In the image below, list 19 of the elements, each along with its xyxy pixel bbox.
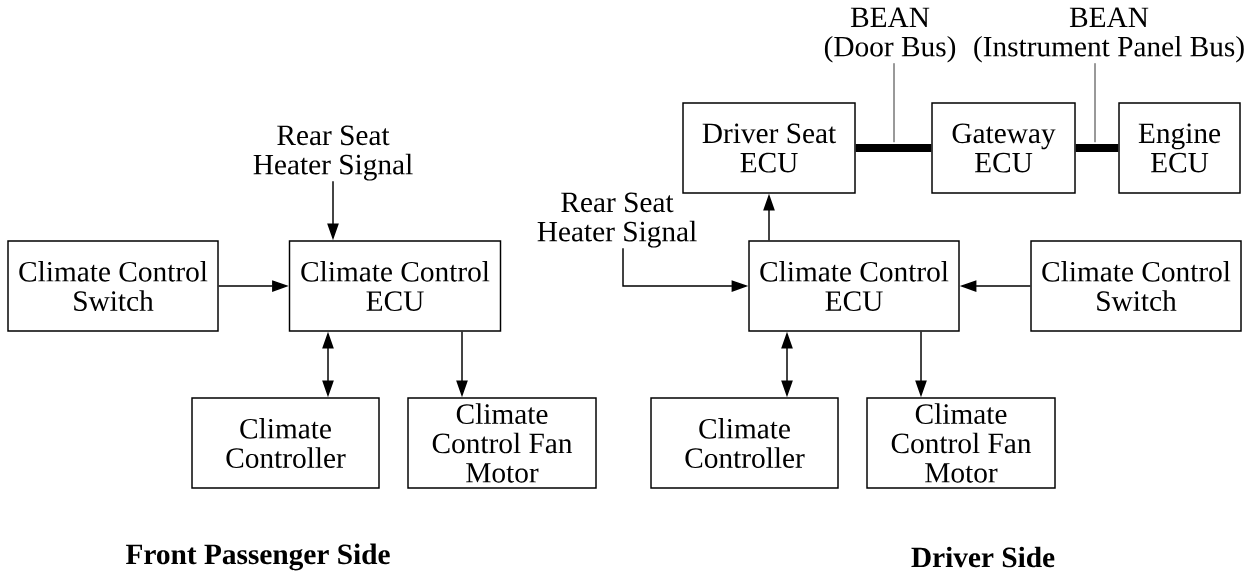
side-label: Front Passenger Side [125, 543, 390, 571]
process-box: Climate Control Fan Motor [407, 397, 597, 489]
process-box: Climate Controller [650, 397, 839, 489]
signal-label: Rear Seat Heater Signal [253, 125, 413, 181]
process-box: Gateway ECU [931, 102, 1076, 194]
process-box: Climate Control Fan Motor [866, 397, 1056, 489]
process-box: Climate Control ECU [748, 240, 960, 332]
bus-label: BEAN (Instrument Panel Bus) [974, 7, 1244, 63]
leader-line [893, 62, 895, 143]
process-box: Driver Seat ECU [682, 102, 856, 194]
process-box: Climate Controller [191, 397, 380, 489]
side-label: Driver Side [911, 546, 1055, 568]
leader-line [1094, 62, 1096, 143]
signal-label: Rear Seat Heater Signal [537, 192, 697, 248]
process-box: Climate Control Switch [7, 240, 219, 332]
process-box: Climate Control Switch [1030, 240, 1242, 332]
bus-label: BEAN (Door Bus) [824, 7, 956, 63]
process-box: Engine ECU [1118, 102, 1241, 194]
process-box: Climate Control ECU [288, 240, 502, 332]
